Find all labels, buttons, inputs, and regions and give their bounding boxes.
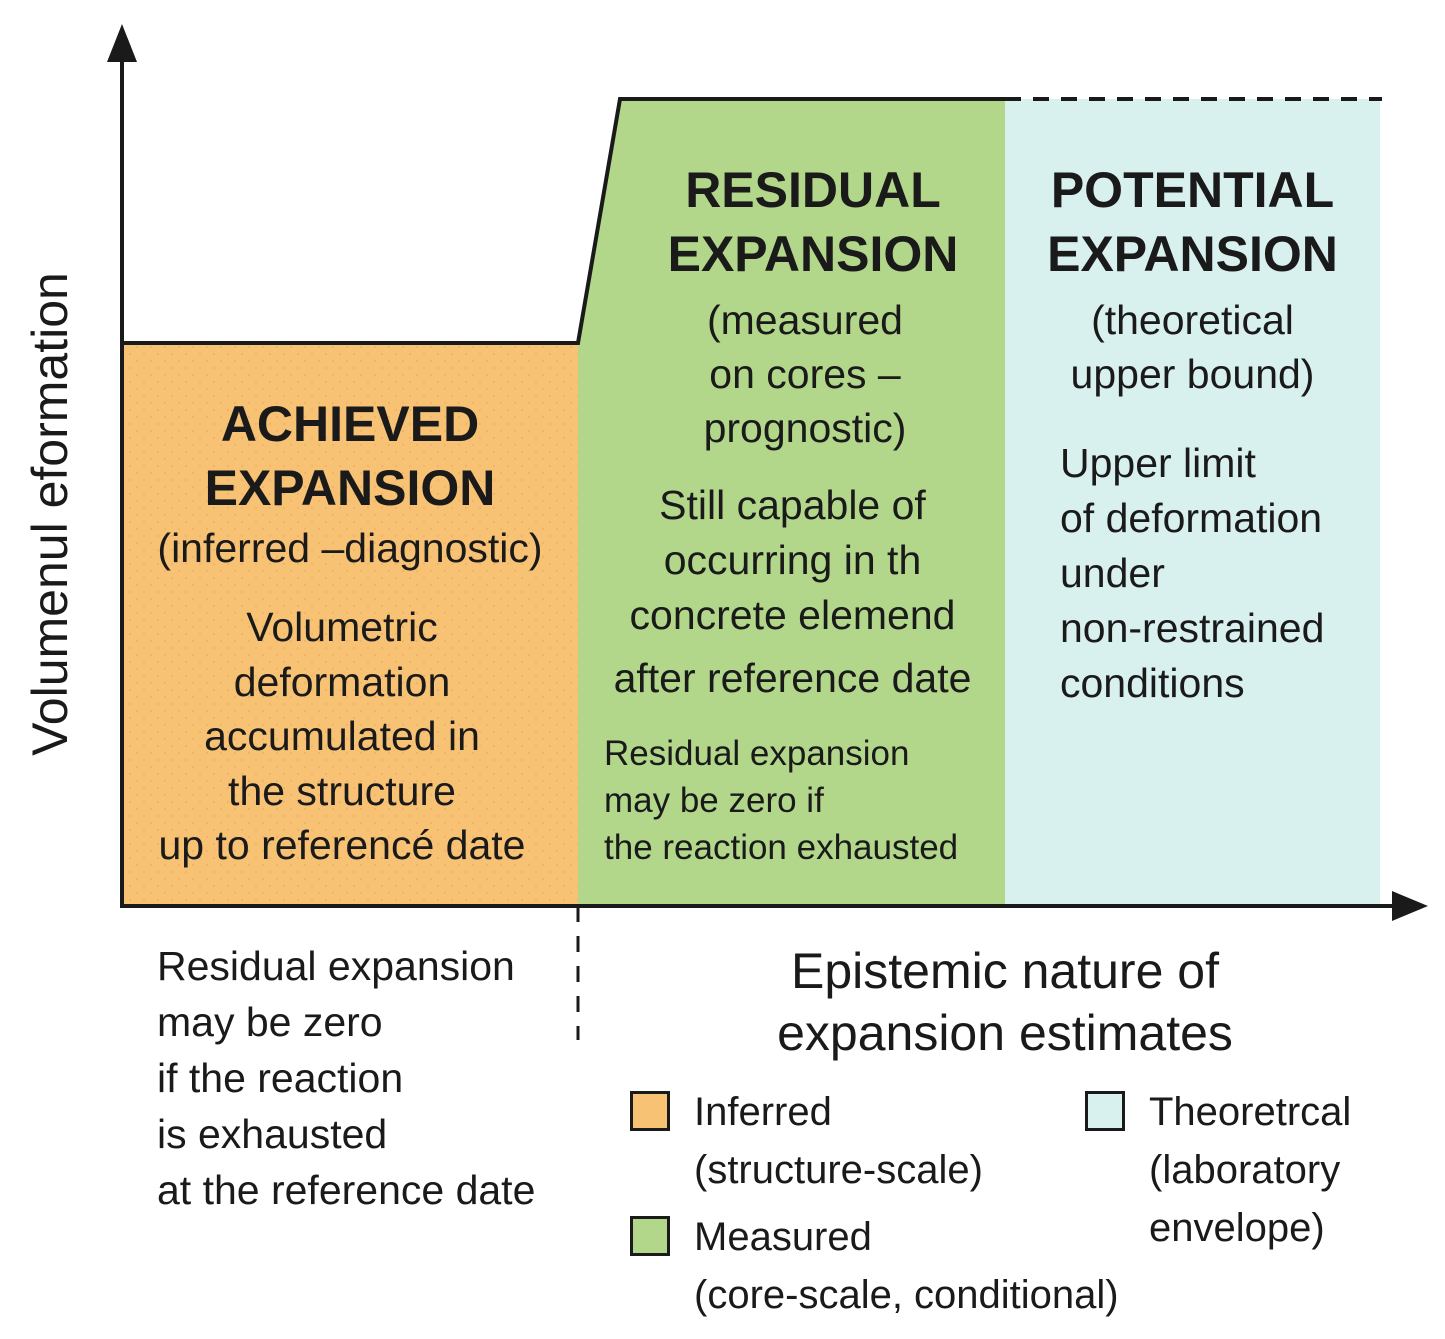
- x-axis-title: Epistemic nature of expansion estimates: [777, 943, 1233, 1061]
- legend-label-theoretical: Theoretrcal: [1149, 1090, 1352, 1134]
- legend-detail-inferred: (structure-scale): [694, 1148, 983, 1192]
- bottom-note: Residual expansion may be zero if the re…: [157, 943, 536, 1213]
- envelope-outline: [122, 97, 1005, 345]
- legend-swatch-inferred: [630, 1091, 670, 1131]
- achieved-description: Volumetric deformation accumulated in th…: [158, 604, 526, 868]
- potential-region: [1005, 99, 1380, 906]
- legend-detail-theoretical-1: (laboratory: [1149, 1148, 1341, 1192]
- residual-title: RESIDUAL EXPANSION: [667, 162, 959, 282]
- achieved-subtitle: (inferred –diagnostic): [157, 525, 543, 571]
- residual-note: Residual expansion may be zero if the re…: [604, 734, 959, 867]
- legend-label-measured: Measured: [694, 1215, 872, 1259]
- residual-description: Still capable of occurring in th concret…: [613, 482, 972, 701]
- legend-detail-theoretical-2: envelope): [1149, 1206, 1325, 1250]
- residual-region: [578, 99, 1005, 906]
- achieved-region-texture: [122, 343, 578, 906]
- y-axis-arrow-icon: [107, 24, 137, 62]
- potential-description: Upper limit of deformation under non-res…: [1060, 440, 1325, 706]
- legend-swatch-measured: [630, 1216, 670, 1256]
- potential-subtitle: (theoretical upper bound): [1070, 297, 1315, 397]
- legend-label-inferred: Inferred: [694, 1090, 832, 1134]
- x-axis-arrow-icon: [1392, 891, 1428, 921]
- legend-detail-measured: (core-scale, conditional): [694, 1273, 1119, 1317]
- legend-swatch-theoretical: [1085, 1091, 1125, 1131]
- residual-subtitle: (measured on cores – prognostic): [703, 297, 907, 451]
- achieved-title: ACHIEVED EXPANSION: [204, 396, 496, 516]
- y-axis-label: Volumenul eformation: [22, 272, 78, 756]
- potential-title: POTENTIAL EXPANSION: [1047, 162, 1338, 282]
